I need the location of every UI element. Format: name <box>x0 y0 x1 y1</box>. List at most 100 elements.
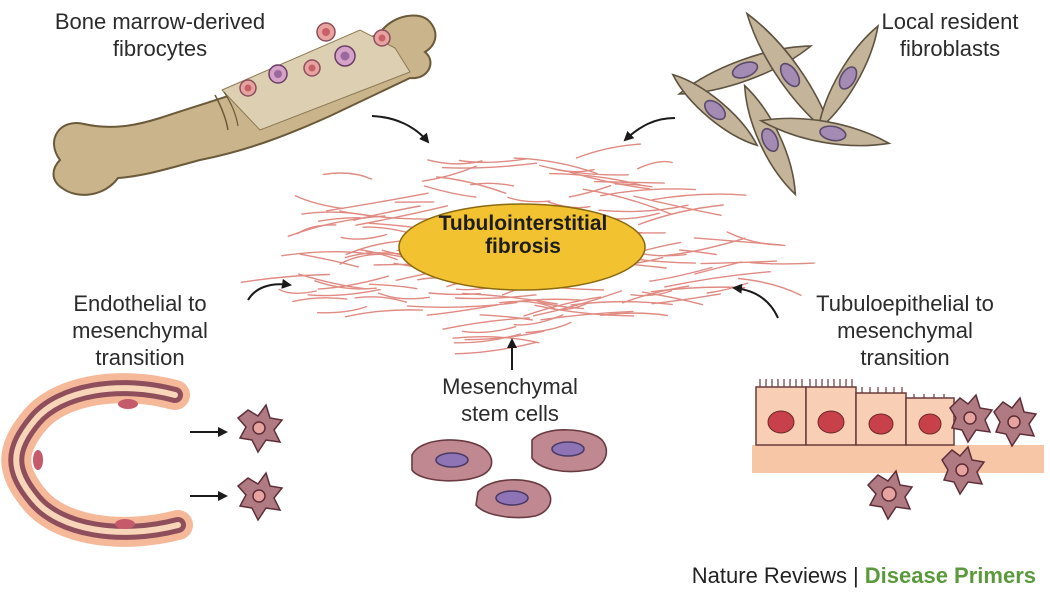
label-resident: Local resident fibroblasts <box>860 8 1040 62</box>
arrow-from-bone-marrow <box>371 115 430 144</box>
fiber-strand <box>454 341 537 355</box>
fiber-strand <box>355 205 449 226</box>
center-label-line2: fibrosis <box>485 235 561 258</box>
fiber-strand <box>340 233 388 240</box>
fiber-strand <box>549 172 642 186</box>
fiber-strand <box>568 185 612 198</box>
fiber-strand <box>278 288 317 294</box>
fiber-strand <box>479 314 533 321</box>
fiber-strand <box>633 195 722 216</box>
fiber-strand <box>582 188 672 215</box>
fiber-strand <box>298 273 368 290</box>
fiber-strand <box>442 317 531 330</box>
label-endothelial-line1: Endothelial to <box>73 291 207 316</box>
fiber-strand <box>550 303 587 311</box>
fiber-strand <box>314 280 377 290</box>
fiber-strand <box>499 300 555 309</box>
fiber-strand <box>368 283 418 290</box>
fiber-strand <box>317 275 389 290</box>
fiber-strand <box>452 335 540 344</box>
label-stem: Mesenchymal stem cells <box>420 373 600 427</box>
fiber-strand <box>281 251 373 257</box>
fiber-strand <box>679 249 717 256</box>
fiber-strand <box>436 176 507 194</box>
fiber-strand <box>344 309 423 318</box>
fiber-strand <box>307 288 381 297</box>
label-tubuloepithelial: Tubuloepithelial to mesenchymal transiti… <box>780 290 1030 371</box>
fiber-strand <box>540 310 634 321</box>
label-tubuloepithelial-line2: mesenchymal <box>837 318 973 343</box>
fiber-strand <box>600 312 668 317</box>
fiber-strand <box>441 162 538 169</box>
fiber-strand <box>353 205 421 221</box>
fiber-strand <box>641 291 704 306</box>
fiber-strand <box>421 165 477 182</box>
label-tubuloepithelial-line1: Tubuloepithelial to <box>816 291 994 316</box>
fiber-strand <box>523 296 602 317</box>
fiber-strand <box>326 192 429 212</box>
journal-name: Nature Reviews <box>691 563 848 588</box>
transitioning-cells <box>866 393 1038 521</box>
stem-cells <box>411 429 608 519</box>
fiber-strand <box>317 217 361 222</box>
label-tubuloepithelial-line3: transition <box>860 345 950 370</box>
fiber-strand <box>575 143 642 159</box>
arrow-from-resident <box>623 117 676 142</box>
fiber-strand <box>292 297 348 303</box>
fiber-strand <box>377 292 430 300</box>
fiber-strand <box>316 305 368 314</box>
label-stem-line2: stem cells <box>461 401 559 426</box>
fiber-strand <box>737 277 802 296</box>
fiber-strand <box>423 185 477 198</box>
label-endothelial: Endothelial to mesenchymal transition <box>40 290 240 371</box>
bone-illustration <box>52 14 437 196</box>
fiber-strand <box>600 188 697 197</box>
fiber-strand <box>649 266 713 282</box>
label-resident-line1: Local resident <box>881 9 1019 34</box>
label-endothelial-line2: mesenchymal <box>72 318 208 343</box>
fiber-strand <box>354 296 408 303</box>
fiber-strand <box>357 248 398 261</box>
fiber-strand <box>525 321 572 334</box>
label-bone-marrow-line2: fibrocytes <box>112 36 208 61</box>
fiber-strand <box>453 333 521 344</box>
epithelium-illustration <box>752 379 1044 473</box>
fiber-strand <box>454 294 537 300</box>
arrows <box>190 115 779 501</box>
fiber-strand <box>664 271 771 288</box>
fiber-strand <box>749 261 815 265</box>
label-bone-marrow-line1: Bone marrow-derived <box>54 9 266 34</box>
fiber-strand <box>550 167 595 173</box>
label-bone-marrow: Bone marrow-derived fibrocytes <box>30 8 290 62</box>
fiber-strand <box>663 237 746 257</box>
fiber-strand <box>534 304 635 317</box>
center-label-line1: Tubulointerstitial <box>438 212 608 235</box>
endothelial-cells <box>236 403 284 522</box>
fiber-strand <box>503 298 583 305</box>
fiber-strand <box>539 164 629 176</box>
fibroblast-cluster <box>671 11 892 197</box>
fiber-strand <box>427 159 483 165</box>
fiber-strand <box>339 253 386 265</box>
fiber-strand <box>301 211 373 217</box>
credit-separator: | <box>853 563 859 588</box>
fiber-strand <box>507 196 551 203</box>
fiber-strand <box>637 204 724 226</box>
fiber-strand <box>651 193 747 201</box>
label-endothelial-line3: transition <box>95 345 185 370</box>
fiber-strand <box>694 261 742 275</box>
fiber-strand <box>706 282 749 294</box>
fiber-strand <box>636 160 673 170</box>
series-name: Disease Primers <box>864 563 1036 588</box>
fiber-strand <box>513 314 564 326</box>
label-stem-line1: Mesenchymal <box>442 374 578 399</box>
fiber-strand <box>461 326 517 334</box>
fiber-strand <box>299 253 360 268</box>
label-resident-line2: fibroblasts <box>899 36 1001 61</box>
bone-marrow-cells <box>239 22 391 97</box>
fibrosis-ellipse <box>398 203 646 291</box>
fiber-strand <box>322 172 373 180</box>
vessel-illustration <box>1 373 193 547</box>
fiber-strand <box>726 231 782 246</box>
